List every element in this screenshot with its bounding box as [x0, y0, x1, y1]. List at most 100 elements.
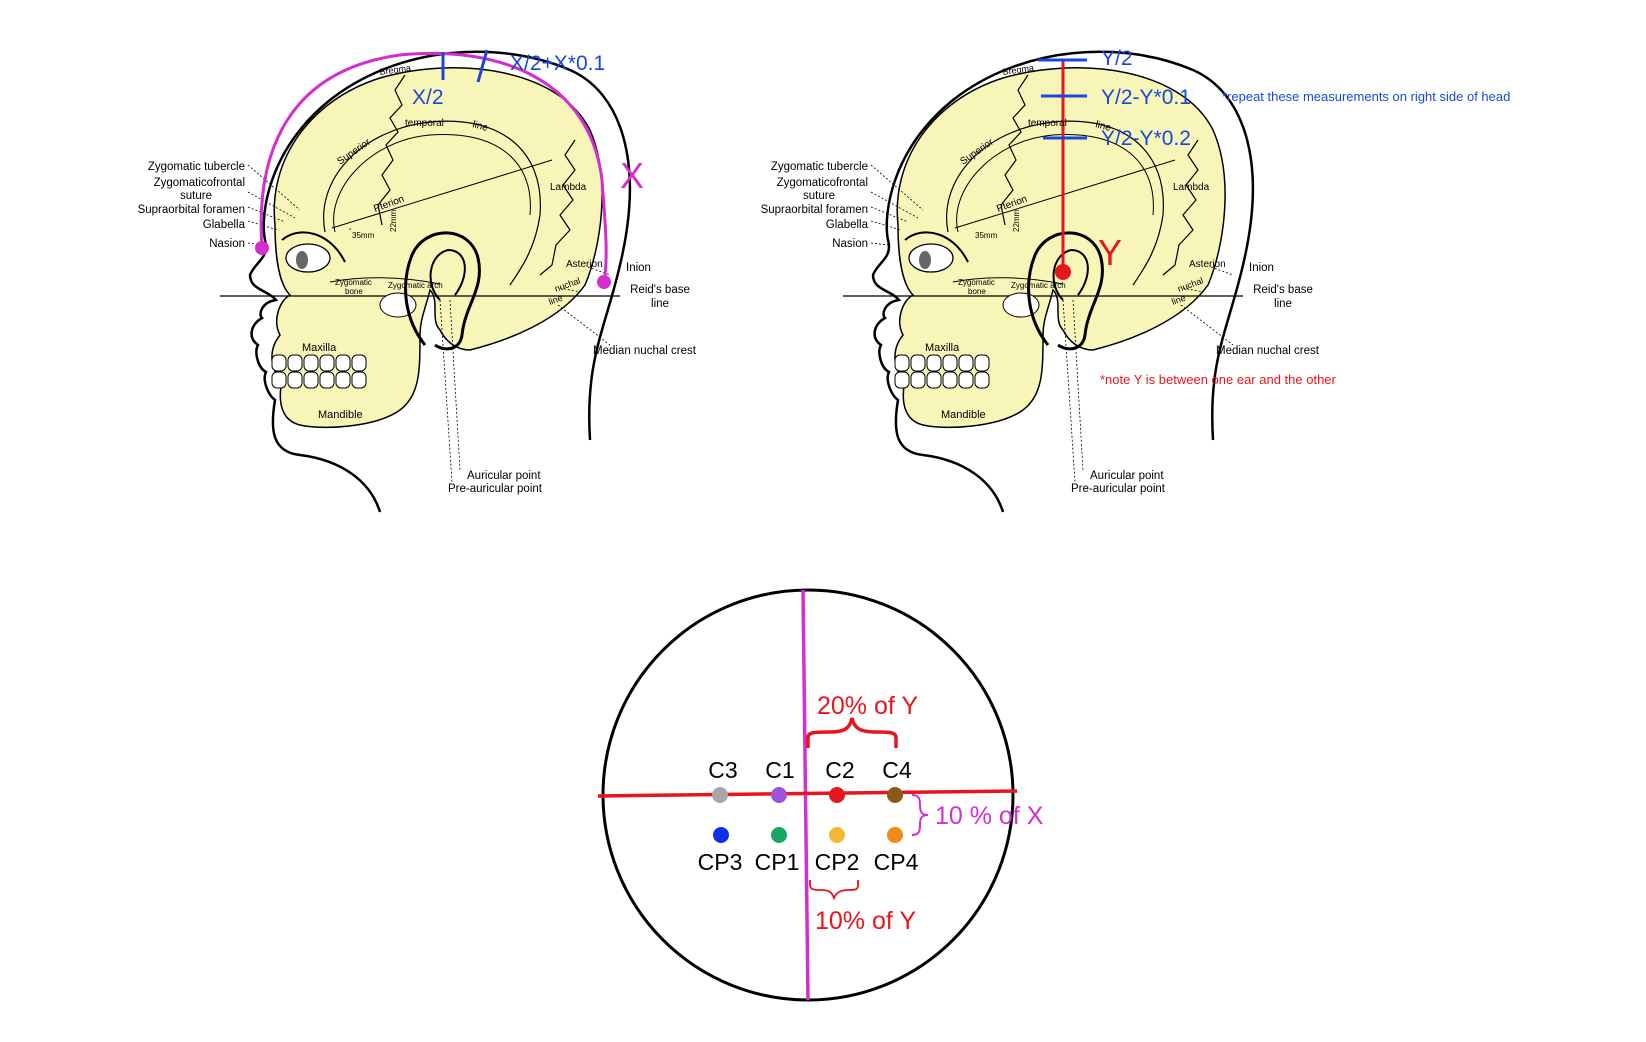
right-ear-inner	[1052, 248, 1089, 301]
right-ear	[1027, 231, 1104, 351]
label-suture: suture	[180, 190, 212, 202]
label-35mm: 35mm	[352, 231, 375, 240]
right-zygomatic-hole	[1002, 292, 1040, 318]
label-median-nuchal-crest: Median nuchal crest	[593, 345, 697, 357]
left-lambdoid-suture	[539, 139, 576, 276]
label-pre-auricular-point: Pre-auricular point	[1071, 483, 1166, 495]
label-asterion: Asterion	[566, 259, 603, 270]
label-x: X	[620, 155, 644, 196]
label-auricular-point: Auricular point	[1090, 470, 1164, 482]
label-supraorbital-foramen: Supraorbital foramen	[138, 204, 245, 216]
label-bone: bone	[345, 287, 363, 296]
label-median-nuchal-crest: Median nuchal crest	[1216, 345, 1320, 357]
right-eyebrow	[904, 231, 969, 263]
electrode-cp2-label: CP2	[815, 849, 860, 875]
electrode-cp3-label: CP3	[698, 849, 743, 875]
nasion-dot	[255, 241, 269, 255]
label-pre-auricular-point: Pre-auricular point	[448, 483, 543, 495]
right-iris	[919, 251, 931, 269]
label-maxilla: Maxilla	[302, 342, 337, 354]
x-measurement-curve	[259, 51, 608, 283]
label-mandible: Mandible	[318, 409, 363, 421]
electrode-c3-dot	[712, 787, 728, 803]
left-temporal-line	[323, 120, 541, 286]
right-eye	[908, 243, 954, 273]
label-temporal: temporal	[1028, 118, 1067, 129]
label-zygomatic-bone: Zygomatic	[335, 278, 372, 287]
label-x-half: X/2	[412, 86, 444, 109]
label-20pct-y: 20% of Y	[817, 692, 918, 720]
label-temporal: temporal	[405, 118, 444, 129]
label-line-word: line	[1094, 119, 1112, 134]
right-diagonal-line	[954, 159, 1176, 229]
brace-20pct-y	[806, 717, 898, 748]
electrode-c3-label: C3	[708, 757, 737, 783]
electrode-c1-label: C1	[765, 757, 794, 783]
scalp-map: C3 C1 C2 C4 CP3 CP1 CP2 CP4 20% of Y 10 …	[597, 588, 1044, 1002]
label-10pct-y: 10% of Y	[815, 907, 916, 935]
label-glabella: Glabella	[203, 219, 246, 231]
label-suture: suture	[803, 190, 835, 202]
brace-10pct-x	[911, 794, 929, 836]
label-22mm: 22mm	[1012, 209, 1021, 232]
right-head-diagram: Zygomatic tubercle Zygomaticofrontal sut…	[761, 47, 1510, 513]
label-mandible: Mandible	[941, 409, 986, 421]
label-lambda: Lambda	[1173, 182, 1210, 193]
right-coronal-suture	[1000, 74, 1029, 226]
electrode-cp4-label: CP4	[874, 849, 919, 875]
interaural-line	[597, 789, 1018, 798]
label-nuchal-line: line	[1170, 293, 1187, 307]
label-glabella: Glabella	[826, 219, 869, 231]
right-head-outline	[871, 50, 1255, 513]
label-asterion: Asterion	[1189, 259, 1226, 270]
label-x-half-plus: X/2+X*0.1	[510, 52, 605, 75]
electrode-c4-dot	[887, 787, 903, 803]
right-teeth	[894, 354, 990, 389]
right-lambdoid-suture	[1162, 139, 1199, 276]
brace-10pct-y	[809, 880, 859, 901]
right-leader-lines	[870, 164, 1234, 483]
right-zygomatic-arch	[952, 277, 1064, 285]
label-bregma: Bregma	[1002, 63, 1035, 77]
electrode-c2-dot	[829, 787, 845, 803]
electrode-cp3-dot	[713, 827, 729, 843]
electrode-cp2-dot	[829, 827, 845, 843]
label-zygomatic-tubercle: Zygomatic tubercle	[771, 161, 868, 173]
left-temporal-line-inner	[333, 133, 531, 233]
auricular-dot	[1055, 264, 1071, 280]
label-nuchal-line: line	[547, 293, 564, 307]
label-zygomaticofrontal: Zygomaticofrontal	[154, 177, 245, 189]
label-inion: Inion	[1249, 262, 1274, 274]
label-inion: Inion	[626, 262, 651, 274]
label-reids-base: Reid's base	[1253, 284, 1313, 296]
left-head-diagram: Zygomatic tubercle Zygomaticofrontal sut…	[138, 49, 697, 513]
label-reids-base: Reid's base	[630, 284, 690, 296]
left-teeth	[271, 354, 367, 389]
label-auricular-point: Auricular point	[467, 470, 541, 482]
right-temporal-line-inner	[956, 133, 1154, 233]
x-half-plus-mark	[476, 49, 489, 83]
label-y: Y	[1098, 232, 1122, 273]
label-10pct-x: 10 % of X	[935, 802, 1044, 830]
label-35mm: 35mm	[975, 231, 998, 240]
label-reids-line: line	[651, 298, 669, 310]
left-zygomatic-arch	[329, 277, 441, 285]
electrode-cp1-dot	[771, 827, 787, 843]
left-eye	[285, 243, 331, 273]
left-eyebrow	[281, 231, 346, 263]
label-y-minus-02: Y/2-Y*0.2	[1101, 127, 1191, 150]
label-nasion: Nasion	[832, 238, 868, 250]
label-zygomatic-bone: Zygomatic	[958, 278, 995, 287]
left-diagonal-line	[331, 159, 553, 229]
left-zygomatic-hole	[379, 292, 417, 318]
electrode-c1-dot	[771, 787, 787, 803]
label-y-half: Y/2	[1101, 47, 1133, 70]
label-nasion: Nasion	[209, 238, 245, 250]
label-reids-line: line	[1274, 298, 1292, 310]
label-zygomatic-arch: Zygomatic arch	[388, 281, 443, 290]
left-coronal-suture	[377, 74, 406, 226]
left-head-outline	[248, 50, 632, 513]
label-zygomatic-arch: Zygomatic arch	[1011, 281, 1066, 290]
left-iris	[296, 251, 308, 269]
